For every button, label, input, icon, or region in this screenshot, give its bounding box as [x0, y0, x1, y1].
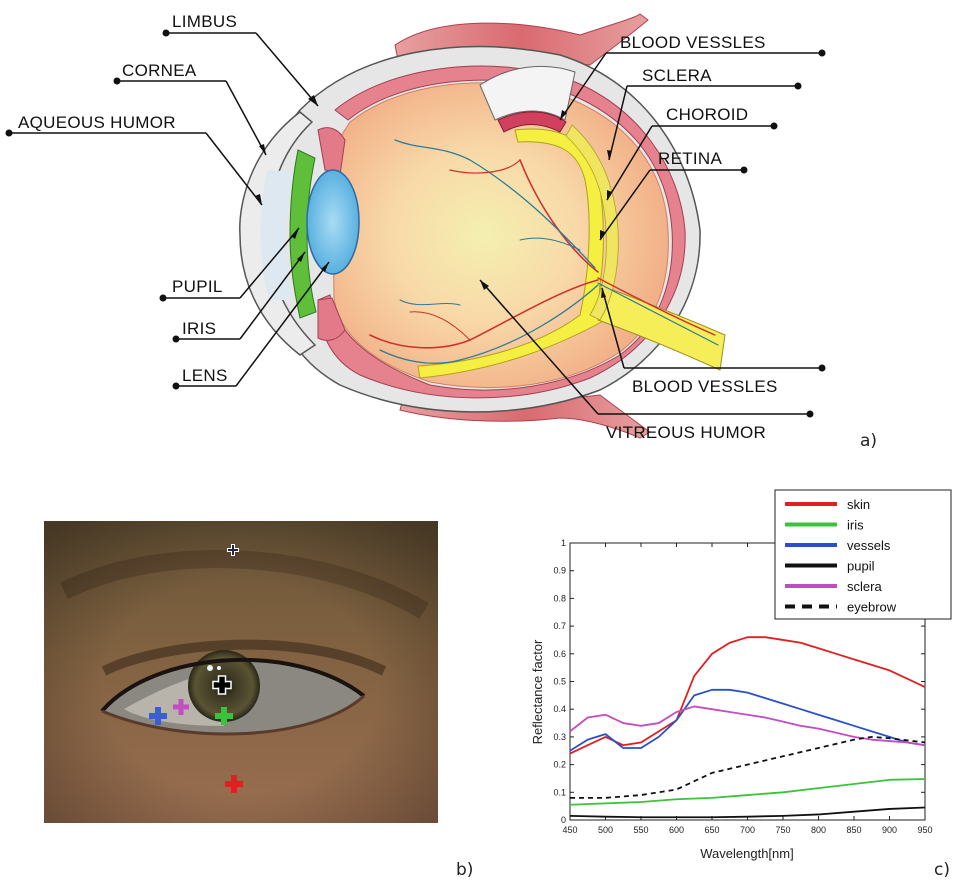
- y-tick-label: 0.7: [553, 621, 566, 631]
- chart-legend: skin iris vessels pupil sclera eyebrow: [775, 490, 951, 619]
- x-tick-label: 900: [882, 825, 897, 835]
- lens-shape: [307, 170, 359, 274]
- label-lens: LENS: [182, 367, 228, 384]
- label-iris: IRIS: [182, 320, 216, 337]
- chart-series: [570, 637, 925, 817]
- label-choroid: CHOROID: [666, 106, 748, 123]
- y-tick-label: 0.9: [553, 566, 566, 576]
- y-tick-label: 0.4: [553, 704, 566, 714]
- legend-label-sclera: sclera: [847, 579, 882, 594]
- legend-label-pupil: pupil: [847, 559, 875, 574]
- y-tick-label: 0.5: [553, 677, 566, 687]
- reflectance-chart: 450 500 550 600 650 700 750 800 850 900 950 0 0.1 0.2…: [520, 480, 956, 876]
- label-vitreous-humor: VITREOUS HUMOR: [606, 424, 766, 441]
- x-tick-label: 600: [669, 825, 684, 835]
- series-line-iris: [570, 779, 925, 805]
- panel-label-a: a): [860, 431, 877, 451]
- y-axis-label: Reflectance factor: [530, 639, 545, 744]
- x-tick-label: 950: [917, 825, 932, 835]
- x-tick-label: 500: [598, 825, 613, 835]
- panel-label-c: c): [934, 860, 950, 880]
- label-retina: RETINA: [658, 150, 722, 167]
- x-tick-label: 450: [562, 825, 577, 835]
- y-tick-label: 0.8: [553, 593, 566, 603]
- y-tick-label: 1: [561, 538, 566, 548]
- label-pupil: PUPIL: [172, 278, 223, 295]
- y-tick-label: 0.6: [553, 649, 566, 659]
- y-tick-label: 0.3: [553, 732, 566, 742]
- y-tick-label: 0.2: [553, 760, 566, 770]
- series-line-vessels: [570, 690, 925, 751]
- label-aqueous-humor: AQUEOUS HUMOR: [18, 114, 176, 131]
- x-tick-label: 750: [775, 825, 790, 835]
- x-tick-label: 800: [811, 825, 826, 835]
- legend-label-vessels: vessels: [847, 538, 891, 553]
- legend-label-skin: skin: [847, 497, 870, 512]
- label-cornea: CORNEA: [122, 62, 197, 79]
- eye-photo: [44, 521, 438, 823]
- series-line-sclera: [570, 706, 925, 745]
- legend-label-eyebrow: eyebrow: [847, 600, 897, 615]
- label-blood-vessles-top: BLOOD VESSLES: [620, 34, 766, 51]
- x-tick-label: 700: [740, 825, 755, 835]
- series-line-pupil: [570, 808, 925, 818]
- label-blood-vessles-bottom: BLOOD VESSLES: [632, 378, 778, 395]
- y-tick-label: 0: [561, 815, 566, 825]
- x-tick-label: 550: [633, 825, 648, 835]
- y-tick-label: 0.1: [553, 787, 566, 797]
- label-sclera: SCLERA: [642, 67, 712, 84]
- label-limbus: LIMBUS: [172, 13, 237, 30]
- panel-label-b: b): [456, 860, 473, 880]
- x-tick-label: 650: [704, 825, 719, 835]
- legend-label-iris: iris: [847, 518, 864, 533]
- x-axis-label: Wavelength[nm]: [700, 846, 793, 861]
- x-tick-label: 850: [846, 825, 861, 835]
